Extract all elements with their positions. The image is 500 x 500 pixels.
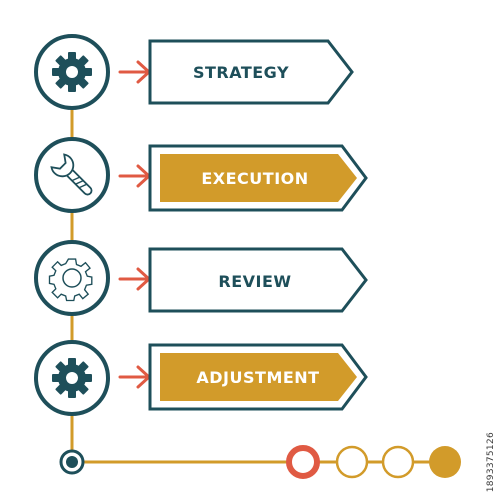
- timeline-start-marker: [59, 449, 85, 475]
- arrow-right-icon: [118, 267, 152, 291]
- gear-icon: [52, 52, 92, 92]
- arrow-right-icon: [118, 60, 152, 84]
- timeline-marker-active: [286, 445, 320, 479]
- timeline-marker-empty: [381, 445, 415, 479]
- step-review: REVIEW: [34, 240, 368, 316]
- step-box-inner: [160, 154, 357, 202]
- step-adjustment: ADJUSTMENT: [34, 340, 368, 416]
- step-label: STRATEGY: [193, 63, 289, 82]
- step-execution: EXECUTION: [34, 137, 368, 213]
- step-label: ADJUSTMENT: [196, 368, 319, 387]
- step-box-outer: [148, 39, 354, 105]
- timeline-marker-filled: [429, 446, 461, 478]
- timeline-marker-empty: [335, 445, 369, 479]
- wrench-icon: [50, 153, 93, 196]
- timeline-markers: [59, 445, 461, 479]
- step-label: REVIEW: [218, 272, 291, 291]
- step-box-outer: [148, 247, 368, 313]
- step-box-inner: [160, 353, 357, 401]
- gear-outline-icon: [48, 258, 93, 302]
- arrow-right-icon: [118, 365, 152, 389]
- gear-icon: [52, 358, 92, 398]
- step-circle: [34, 240, 110, 316]
- step-strategy: STRATEGY: [34, 34, 354, 110]
- stock-id-watermark: 1893375126: [486, 431, 496, 492]
- arrow-right-icon: [118, 164, 152, 188]
- step-label: EXECUTION: [201, 169, 308, 188]
